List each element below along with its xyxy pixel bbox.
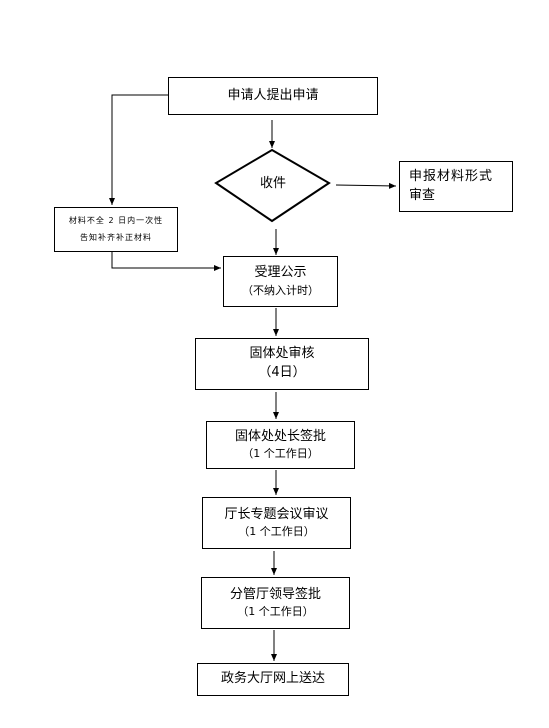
node-meeting-note: （1 个工作日） (238, 525, 315, 539)
node-deliver: 政务大厅网上送达 (197, 663, 349, 696)
node-meeting-title: 厅长专题会议审议 (224, 506, 329, 522)
arrow-incomplete-to-accept (111, 252, 221, 271)
node-receive-label-wrap: 收件 (245, 172, 301, 191)
arrow-receive-to-review (335, 182, 397, 189)
node-incomplete-line1: 材料不全 2 日内一次性 (68, 215, 164, 225)
arrow-apply-to-incomplete (109, 94, 168, 205)
node-chief-sign: 固体处处长签批 （1 个工作日） (206, 421, 355, 469)
node-audit-title: 固体处审核 (249, 346, 315, 362)
node-audit: 固体处审核 （4日） (195, 338, 369, 390)
receive-diamond (214, 148, 331, 223)
node-apply: 申请人提出申请 (168, 77, 378, 115)
node-receive-label: 收件 (259, 176, 286, 191)
node-deliver-label: 政务大厅网上送达 (220, 671, 325, 687)
node-accept-title: 受理公示 (254, 265, 307, 281)
node-incomplete-line2: 告知补齐补正材料 (80, 232, 152, 242)
node-review-form-line2: 审查 (409, 187, 436, 203)
node-leader-sign-title: 分管厅领导签批 (229, 586, 321, 602)
node-accept: 受理公示 （不纳入计时） (223, 256, 338, 307)
node-incomplete: 材料不全 2 日内一次性 告知补齐补正材料 (54, 207, 178, 252)
node-apply-label: 申请人提出申请 (227, 87, 319, 103)
node-review-form-line1: 申报材料形式 (409, 168, 494, 184)
node-review-form: 申报材料形式 审查 (399, 161, 513, 212)
node-accept-note: （不纳入计时） (242, 283, 319, 297)
node-audit-note: （4日） (258, 365, 306, 380)
node-chief-sign-title: 固体处处长签批 (234, 428, 326, 444)
node-leader-sign-note: （1 个工作日） (237, 605, 314, 619)
node-leader-sign: 分管厅领导签批 （1 个工作日） (201, 577, 350, 629)
node-meeting: 厅长专题会议审议 （1 个工作日） (202, 497, 351, 549)
node-chief-sign-note: （1 个工作日） (242, 447, 319, 461)
